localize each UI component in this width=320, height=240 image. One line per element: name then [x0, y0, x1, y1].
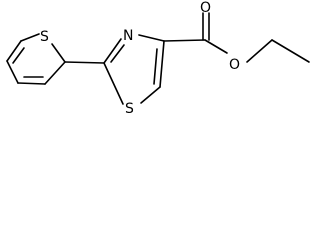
thiophene-bond-c1-c2: [6, 40, 22, 62]
chemical-structure-diagram: S N S O O: [6, 0, 310, 117]
bond-thiazole-to-carbonyl-carbon: [163, 39, 206, 42]
thiophene-double-bond-inner: [12, 47, 25, 64]
thiazole-nitrogen-label: N: [123, 28, 133, 44]
thiazole-double-bond-c2-n-inner: [110, 44, 125, 63]
ethyl-ester-group: O O: [163, 0, 310, 73]
thiazole-bond-n-c4: [138, 34, 165, 42]
thiophene-sulfur-label: S: [40, 29, 49, 45]
thiazole-ring: N S: [103, 28, 165, 117]
thiophene-ring: S: [6, 29, 66, 85]
thiazole-bond-s-c2: [103, 62, 124, 105]
thiazole-double-bond-c4-c5-inner: [153, 48, 158, 85]
thiazole-bond-c5-s: [140, 86, 161, 104]
bond-carbonyl-to-ester-oxygen: [204, 39, 228, 54]
bond-ester-oxygen-to-ethyl: [246, 39, 273, 63]
thiophene-bond-c2-c3: [6, 60, 19, 84]
thiophene-bond-s-c1: [20, 33, 40, 42]
thiazole-sulfur-label: S: [125, 101, 134, 117]
thiophene-bond-c3-c4: [17, 82, 46, 85]
ester-oxygen-label: O: [229, 57, 240, 73]
carbonyl-oxygen-label: O: [200, 0, 211, 16]
thiophene-bond-c5-s: [51, 43, 66, 63]
ethyl-bond: [271, 39, 310, 63]
thiazole-bond-c2-n: [103, 38, 122, 64]
thiophene-bond-c4-c5: [44, 61, 66, 85]
thiazole-bond-c4-c5: [159, 40, 165, 88]
inter-ring-bond: [64, 61, 105, 64]
